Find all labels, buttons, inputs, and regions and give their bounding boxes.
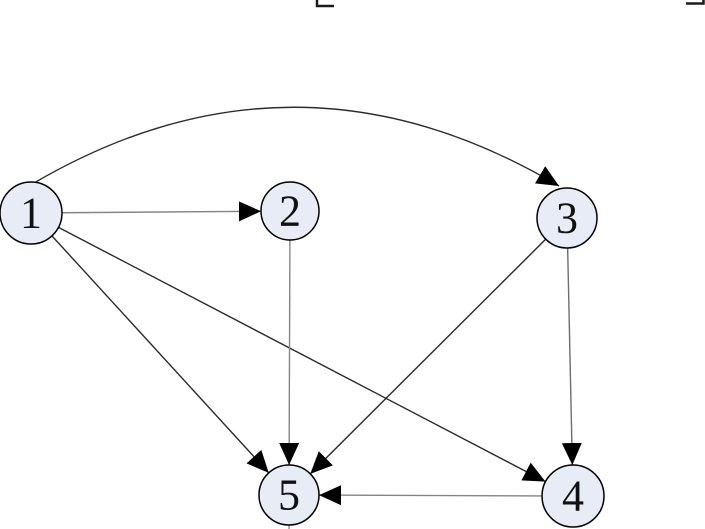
graph-node-2: 2 bbox=[260, 181, 320, 241]
graph-node-3: 3 bbox=[536, 187, 598, 249]
edge-4-to-5 bbox=[318, 485, 543, 506]
edge-1-to-2 bbox=[61, 201, 262, 222]
graph-node-4: 4 bbox=[541, 464, 605, 528]
frame-corner-right bbox=[686, 0, 705, 5]
crop-marks-layer bbox=[288, 0, 705, 529]
edges-layer bbox=[33, 106, 582, 506]
graph-node-5: 5 bbox=[258, 464, 320, 526]
node-circle-5 bbox=[258, 464, 320, 526]
frame-corner-left bbox=[315, 0, 334, 8]
edge-3-to-5 bbox=[309, 238, 547, 475]
graph-node-1: 1 bbox=[0, 181, 63, 245]
node-label-4: 4 bbox=[562, 472, 584, 521]
node-circle-2 bbox=[260, 181, 320, 241]
node-label-3: 3 bbox=[556, 194, 578, 243]
edge-2-to-5 bbox=[279, 239, 300, 466]
node-label-5: 5 bbox=[278, 471, 300, 520]
node-label-1: 1 bbox=[20, 189, 42, 238]
node-circle-1 bbox=[0, 181, 63, 245]
edge-1-to-3 bbox=[33, 106, 560, 187]
edge-3-to-4 bbox=[561, 247, 582, 466]
nodes-layer: 1 2 3 4 5 bbox=[0, 181, 605, 528]
node-circle-3 bbox=[536, 187, 598, 249]
node-label-2: 2 bbox=[279, 187, 301, 236]
node-circle-4 bbox=[541, 464, 605, 528]
edge-1-to-4 bbox=[58, 226, 546, 483]
edge-1-to-5 bbox=[51, 235, 270, 474]
